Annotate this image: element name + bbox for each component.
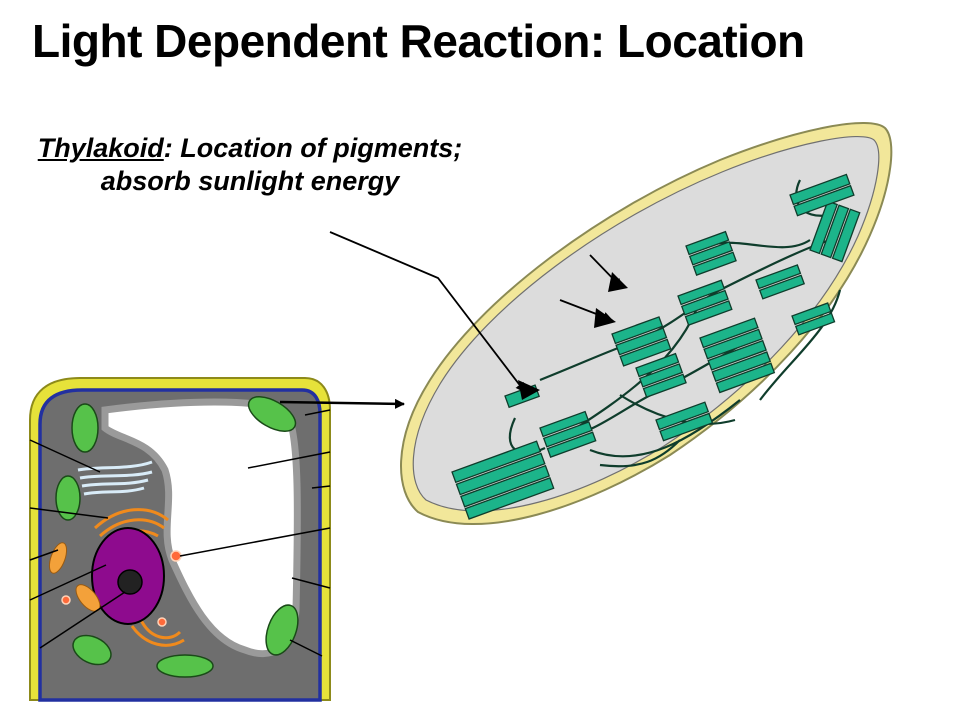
chloroplast-large — [400, 122, 893, 525]
granum — [809, 200, 861, 263]
page-title: Light Dependent Reaction: Location — [32, 15, 805, 67]
label-leader-lines — [29, 409, 331, 657]
small-chloroplasts — [55, 396, 299, 678]
granum — [451, 440, 555, 520]
granum — [635, 352, 687, 398]
chloroplast-small — [247, 396, 297, 432]
chloroplast-small — [71, 403, 99, 453]
nucleolus — [117, 569, 143, 595]
granum — [755, 264, 806, 300]
thylakoid-description: : Location of pigments; absorb sunlight … — [100, 133, 463, 197]
thylakoid-term: Thylakoid — [37, 133, 164, 163]
nucleus — [91, 527, 165, 625]
granum — [611, 316, 672, 367]
granum — [655, 401, 714, 442]
magnify-arrow — [279, 398, 405, 409]
thylakoid-caption: Thylakoid: Location of pigments; absorb … — [10, 132, 490, 198]
thylakoid-stacks — [451, 173, 861, 520]
granum — [789, 173, 855, 217]
granum — [677, 279, 733, 326]
granum — [699, 317, 776, 394]
endoplasmic-reticulum — [77, 460, 153, 496]
arrowhead-icon — [518, 272, 628, 400]
caption-pointer-line — [329, 231, 526, 393]
chloroplast-small — [265, 604, 299, 656]
granum — [791, 302, 836, 336]
granum — [685, 230, 737, 276]
chloroplast-small — [156, 654, 214, 678]
chloroplast-small — [72, 634, 112, 666]
plant-cell — [29, 377, 331, 702]
granum — [539, 410, 597, 458]
chloroplast-small — [55, 475, 81, 521]
